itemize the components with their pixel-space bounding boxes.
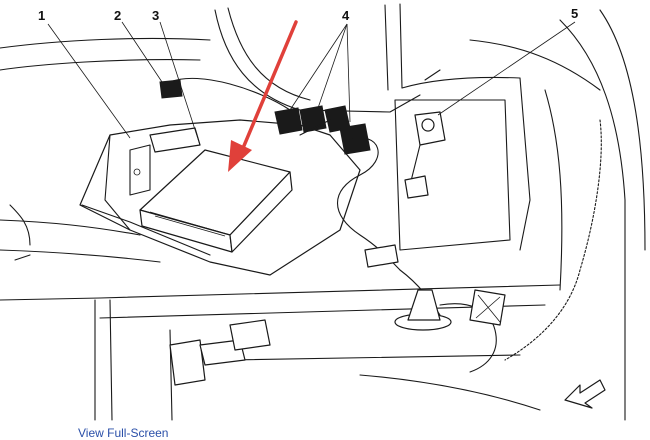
lower-components [169, 244, 506, 386]
callout-label-5: 5 [571, 6, 578, 21]
callout-label-2: 2 [114, 8, 121, 23]
view-full-screen-link[interactable]: View Full-Screen [78, 426, 169, 440]
callout-label-1: 1 [38, 8, 45, 23]
vehicle-body-outline [0, 3, 646, 421]
callout-leaders [47, 21, 576, 146]
control-module [139, 127, 293, 253]
ground-stud-assembly [404, 69, 446, 199]
wiring-component-diagram: 1 2 3 4 5 [0, 3, 646, 421]
footer-bar [0, 428, 650, 440]
callout-label-3: 3 [152, 8, 159, 23]
highlight-arrow [228, 20, 298, 172]
callout-label-4: 4 [342, 8, 350, 23]
direction-arrow-icon [564, 379, 606, 409]
connector-cluster [159, 79, 371, 155]
